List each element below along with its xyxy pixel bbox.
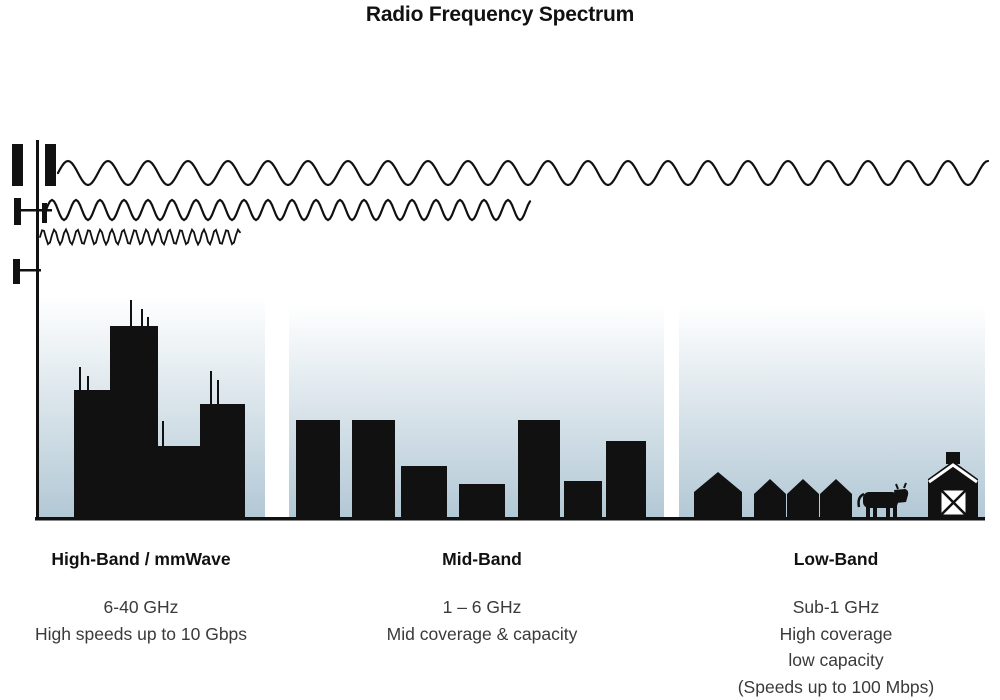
band-description: High speeds up to 10 Gbps <box>34 623 248 644</box>
high-band-label-block: High-Band / mmWave 6-40 GHz High speeds … <box>11 549 271 647</box>
rooftop-antennas <box>79 300 219 448</box>
diagram-title: Radio Frequency Spectrum <box>365 3 635 26</box>
barn-icon <box>928 452 978 519</box>
spectrum-scene <box>12 140 990 521</box>
high-band-city-skyline <box>74 326 245 519</box>
house-icon <box>820 479 852 519</box>
house-icon <box>754 479 786 519</box>
band-description: Mid coverage & capacity <box>386 623 578 644</box>
long-wavelength-wave <box>56 159 990 187</box>
band-name: Low-Band <box>793 549 879 569</box>
mid-band-town-skyline <box>296 420 646 519</box>
house-icon <box>694 472 742 519</box>
cell-tower-icon <box>12 140 56 519</box>
band-name: High-Band / mmWave <box>51 549 231 569</box>
band-frequency: Sub-1 GHz <box>792 597 880 617</box>
medium-wavelength-wave <box>44 198 532 222</box>
band-name: Mid-Band <box>442 549 522 569</box>
band-description: low capacity <box>788 650 884 670</box>
ground-baseline <box>35 517 985 521</box>
house-icon <box>787 479 819 519</box>
low-band-label-block: Low-Band Sub-1 GHz High coverage low cap… <box>706 549 966 700</box>
band-frequency: 6-40 GHz <box>103 597 179 617</box>
band-frequency: 1 – 6 GHz <box>442 597 522 617</box>
cow-icon <box>857 482 909 518</box>
short-wavelength-wave <box>39 227 241 247</box>
band-description: (Speeds up to 100 Mbps) <box>737 676 935 697</box>
band-description: High coverage <box>779 623 893 644</box>
low-band-rural-scene <box>694 452 978 519</box>
mid-band-label-block: Mid-Band 1 – 6 GHz Mid coverage & capaci… <box>352 549 612 647</box>
